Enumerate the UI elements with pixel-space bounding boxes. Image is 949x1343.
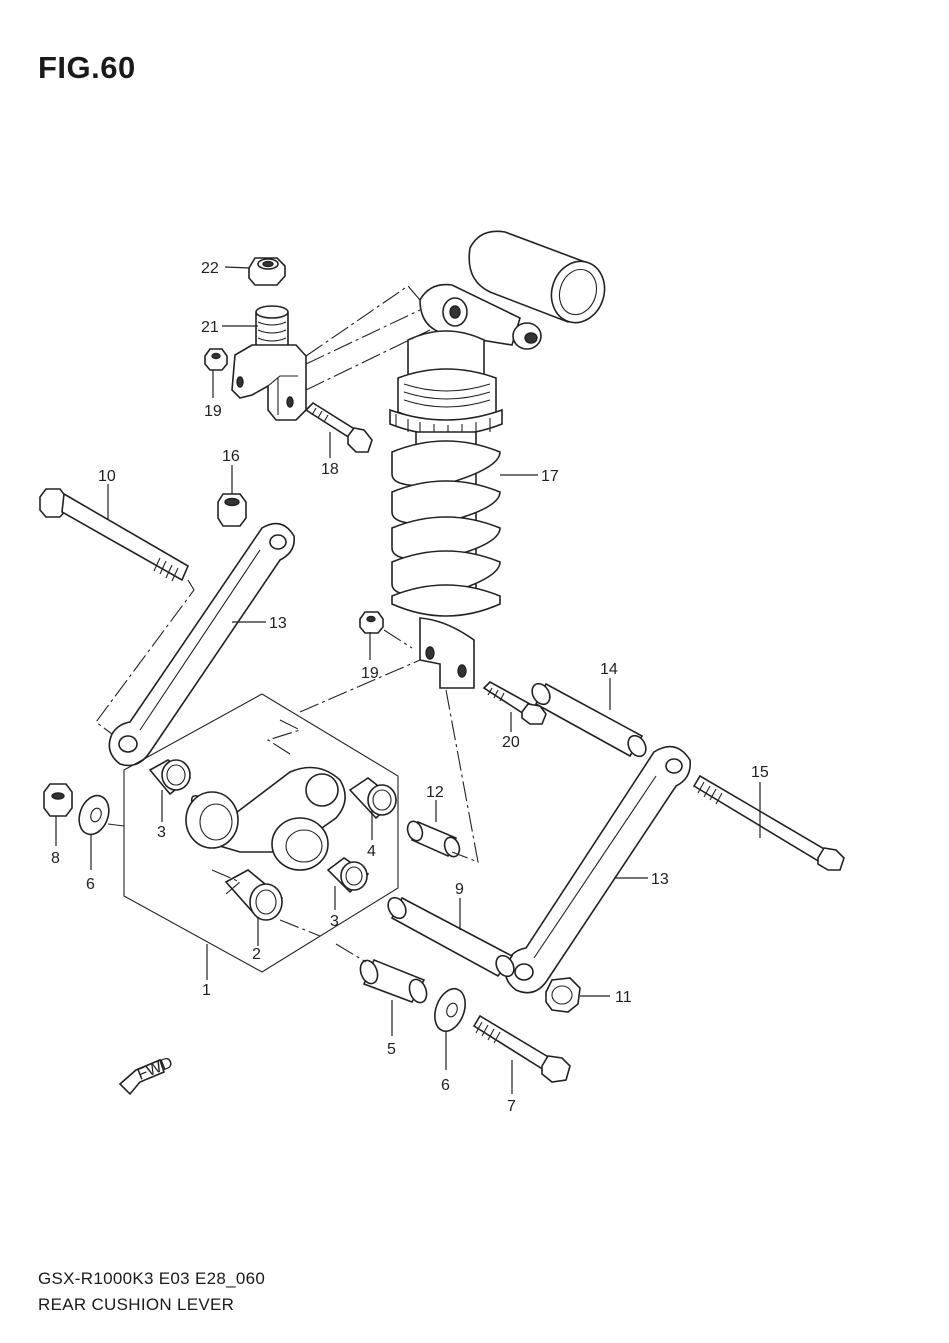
callout-2: 2 <box>252 946 261 963</box>
callout-4: 4 <box>367 843 376 860</box>
callout-14: 14 <box>600 661 618 678</box>
part-5-collar[interactable] <box>357 958 429 1005</box>
callout-20: 20 <box>502 734 520 751</box>
part-3-bearing-upper[interactable] <box>148 759 192 796</box>
part-1-cushion-lever[interactable] <box>123 693 399 973</box>
callout-22: 22 <box>201 260 219 277</box>
part-12-collar[interactable] <box>405 819 462 859</box>
callout-12: 12 <box>426 784 444 801</box>
part-22-nut[interactable] <box>248 257 286 286</box>
part-7-bolt[interactable] <box>472 1014 571 1083</box>
part-14-collar[interactable] <box>529 680 650 759</box>
callout-21: 21 <box>201 319 219 336</box>
callout-15: 15 <box>751 764 769 781</box>
callout-9: 9 <box>455 881 464 898</box>
part-19-upper-nut[interactable] <box>204 348 228 371</box>
part-21-upper-bracket[interactable] <box>231 305 307 421</box>
part-9-spacer[interactable] <box>385 894 518 979</box>
part-11-nut[interactable] <box>545 977 581 1013</box>
fwd-label: FWD <box>135 1054 175 1083</box>
callout-7: 7 <box>507 1098 516 1115</box>
callout-19-upper: 19 <box>204 403 222 420</box>
callout-6-left: 6 <box>86 876 95 893</box>
part-6-washer-right[interactable] <box>429 985 470 1036</box>
part-15-bolt[interactable] <box>692 774 845 871</box>
part-18-bolt[interactable] <box>304 401 373 453</box>
part-2-bearing[interactable] <box>224 869 284 921</box>
part-10-long-bolt[interactable] <box>39 488 190 582</box>
callout-17: 17 <box>541 468 559 485</box>
figure-title: FIG.60 <box>38 50 136 85</box>
callout-3-upper: 3 <box>157 824 166 841</box>
part-6-washer-left[interactable] <box>74 791 114 838</box>
callout-18: 18 <box>321 461 339 478</box>
part-17-shock-absorber[interactable] <box>389 230 612 689</box>
model-code: GSX-R1000K3 E03 E28_060 <box>38 1269 266 1288</box>
callout-5: 5 <box>387 1041 396 1058</box>
part-19-lower-nut[interactable] <box>359 611 384 634</box>
part-20-bolt[interactable] <box>482 681 547 725</box>
callout-3-lower: 3 <box>330 913 339 930</box>
fwd-arrow-icon: FWD <box>118 1054 175 1096</box>
callout-13-upper: 13 <box>269 615 287 632</box>
part-4-bearing[interactable] <box>348 777 398 820</box>
callout-6-right: 6 <box>441 1077 450 1094</box>
part-13-tie-rod-lower[interactable] <box>504 745 692 994</box>
figure-name: REAR CUSHION LEVER <box>38 1295 235 1314</box>
callout-19-lower: 19 <box>361 665 379 682</box>
callout-13-lower: 13 <box>651 871 669 888</box>
callout-8: 8 <box>51 850 60 867</box>
part-3-bearing-lower[interactable] <box>326 857 370 894</box>
callout-labels: 22 21 19 18 16 10 17 13 19 14 20 15 8 6 … <box>51 260 769 1115</box>
part-13-tie-rod-upper[interactable] <box>108 522 296 767</box>
callout-1: 1 <box>202 982 211 999</box>
part-8-nut[interactable] <box>43 783 73 817</box>
callout-10: 10 <box>98 468 116 485</box>
callout-16: 16 <box>222 448 240 465</box>
leader-lines <box>55 266 761 1094</box>
part-16-nut[interactable] <box>217 493 247 527</box>
callout-11: 11 <box>615 989 632 1006</box>
